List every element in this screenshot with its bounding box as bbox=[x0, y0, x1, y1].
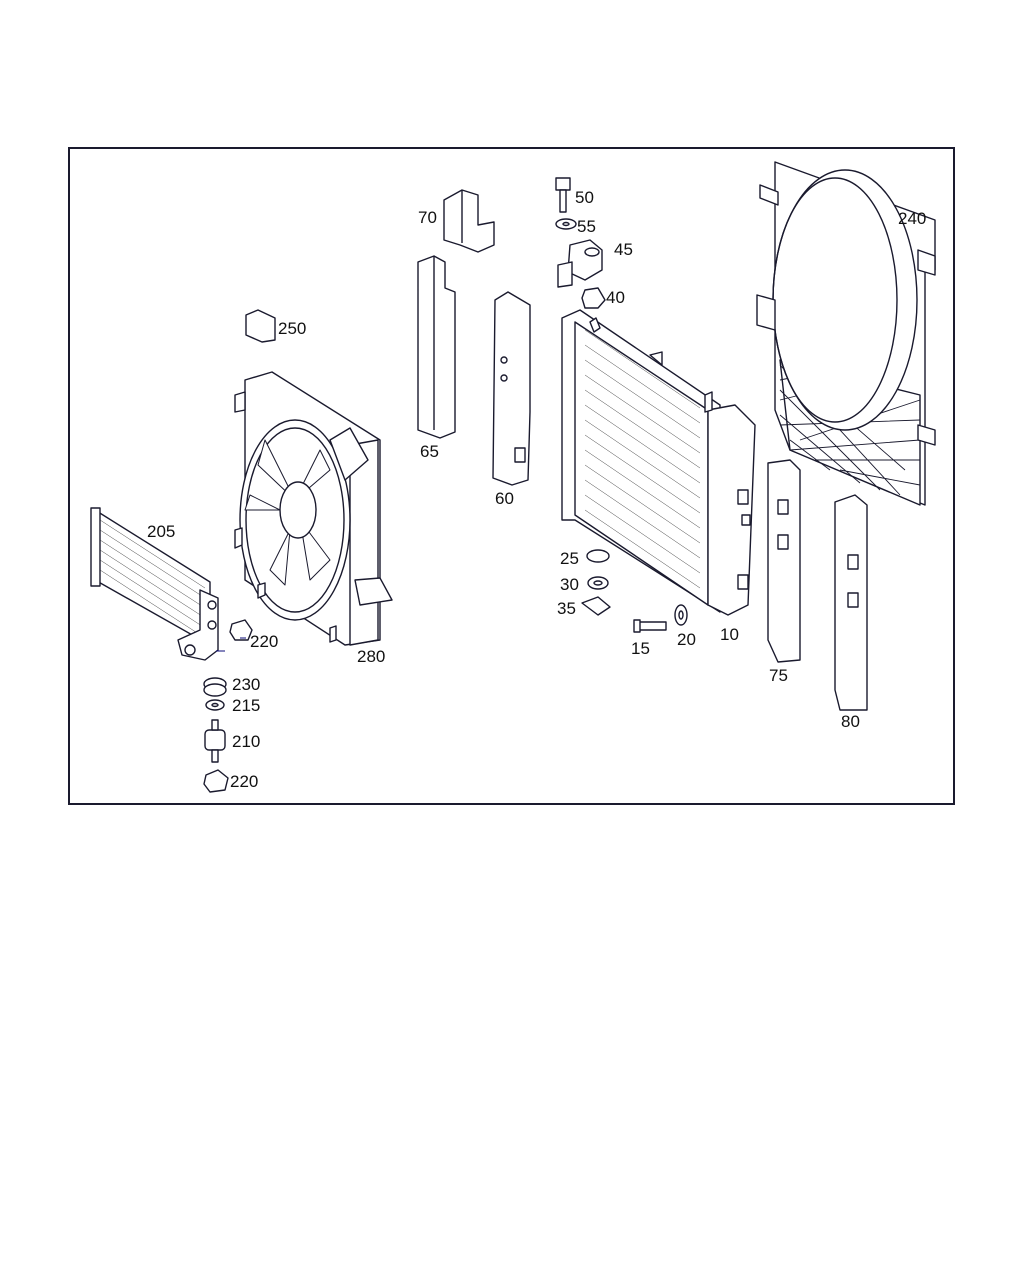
radiator-10 bbox=[561, 309, 756, 616]
clip-250 bbox=[245, 309, 276, 343]
bush-25 bbox=[586, 549, 610, 563]
seal-20 bbox=[674, 604, 688, 626]
fan-shroud-240 bbox=[756, 161, 936, 506]
mount-70 bbox=[443, 189, 495, 253]
callout-60: 60 bbox=[495, 489, 514, 508]
callout-40: 40 bbox=[606, 288, 625, 307]
air-guide-65 bbox=[417, 255, 456, 439]
callout-210: 210 bbox=[232, 732, 261, 751]
bush-230 bbox=[203, 677, 227, 697]
callout-15: 15 bbox=[631, 639, 650, 658]
callout-250: 250 bbox=[278, 319, 307, 338]
rubber-mount-40 bbox=[581, 287, 606, 309]
bush-30 bbox=[587, 576, 609, 590]
callout-220-upper: 220 bbox=[250, 632, 279, 651]
callout-280: 280 bbox=[357, 647, 386, 666]
air-guide-75 bbox=[767, 459, 801, 663]
washer-215 bbox=[205, 699, 225, 711]
callout-10: 10 bbox=[720, 625, 739, 644]
bracket-45 bbox=[557, 239, 603, 288]
callout-50: 50 bbox=[575, 188, 594, 207]
callout-70: 70 bbox=[418, 208, 437, 227]
callout-75: 75 bbox=[769, 666, 788, 685]
condenser-205 bbox=[90, 507, 219, 661]
air-guide-80 bbox=[834, 494, 868, 711]
nut-220a bbox=[229, 619, 253, 641]
callout-230: 230 bbox=[232, 675, 261, 694]
washer-55 bbox=[555, 218, 577, 230]
callout-240: 240 bbox=[898, 209, 927, 228]
callout-205: 205 bbox=[147, 522, 176, 541]
clip-35 bbox=[581, 596, 611, 616]
callout-215: 215 bbox=[232, 696, 261, 715]
callout-45: 45 bbox=[614, 240, 633, 259]
callout-20: 20 bbox=[677, 630, 696, 649]
callout-55: 55 bbox=[577, 217, 596, 236]
drain-plug-15 bbox=[633, 619, 667, 633]
callout-80: 80 bbox=[841, 712, 860, 731]
air-guide-60 bbox=[492, 291, 531, 486]
mount-210 bbox=[204, 719, 226, 763]
callout-220-lower: 220 bbox=[230, 772, 259, 791]
bolt-50 bbox=[555, 177, 571, 213]
callout-65: 65 bbox=[420, 442, 439, 461]
fan-assembly-280 bbox=[234, 371, 393, 646]
nut-220b bbox=[203, 769, 229, 793]
callout-30: 30 bbox=[560, 575, 579, 594]
callout-35: 35 bbox=[557, 599, 576, 618]
callout-25: 25 bbox=[560, 549, 579, 568]
